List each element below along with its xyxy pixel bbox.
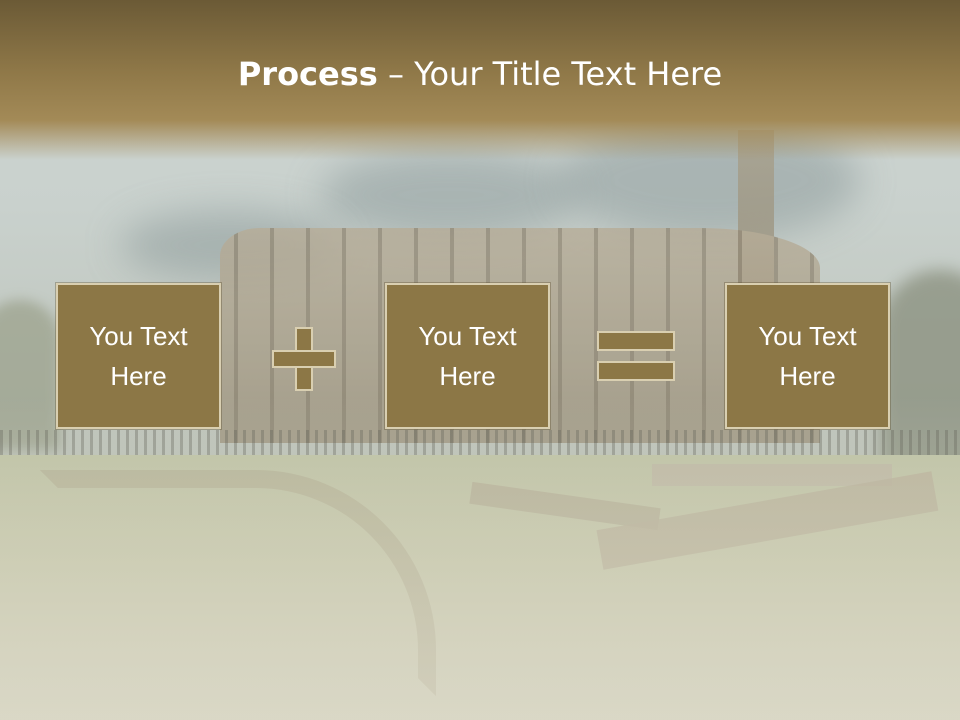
plus-center	[297, 352, 311, 366]
process-box-2[interactable]: You Text Here	[385, 283, 550, 429]
process-box-1[interactable]: You Text Here	[56, 283, 221, 429]
equals-icon	[597, 331, 675, 383]
plus-icon	[272, 327, 336, 391]
process-box-label: You Text Here	[89, 321, 188, 391]
process-box-label: You Text Here	[418, 321, 517, 391]
process-box-3[interactable]: You Text Here	[725, 283, 890, 429]
equals-top-bar	[597, 331, 675, 351]
equals-bottom-bar	[597, 361, 675, 381]
header-band	[0, 0, 960, 160]
slide-title[interactable]: Process – Your Title Text Here	[0, 52, 960, 96]
process-box-label: You Text Here	[758, 321, 857, 391]
title-bold: Process	[237, 55, 378, 93]
title-rest: – Your Title Text Here	[377, 55, 723, 93]
